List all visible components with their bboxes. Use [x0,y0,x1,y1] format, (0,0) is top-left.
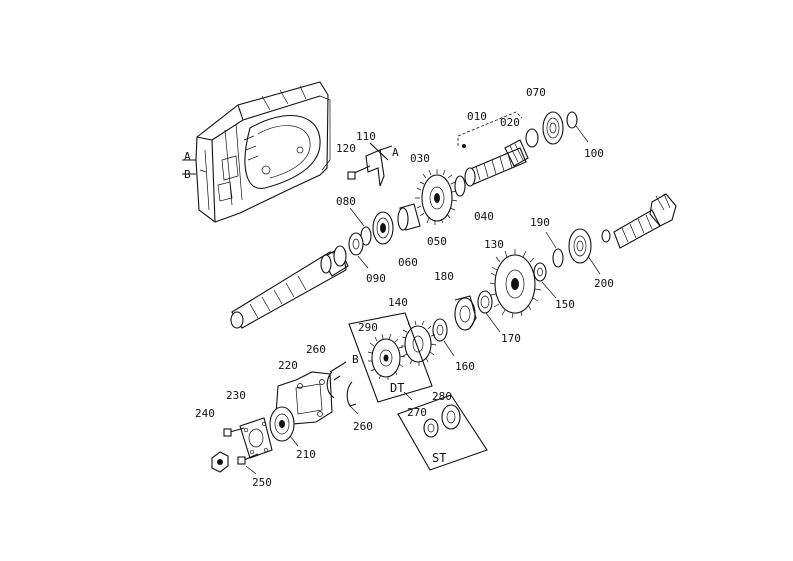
part-label-170: 170 [501,332,521,345]
bolt-120 [347,165,371,180]
part-label-130: 130 [484,238,504,251]
transmission-housing [182,81,331,223]
part-label-040: 040 [474,210,494,223]
bearing-170 [477,290,501,333]
part-label-190: 190 [530,216,550,229]
part-label-270: 270 [407,406,427,419]
part-label-280: 280 [432,390,452,403]
clip-ref-b: B [352,353,359,366]
part-label-240: 240 [195,407,215,420]
housing-ref-b: B [184,168,191,181]
bushing-160 [432,318,455,357]
gear-290 [367,333,406,380]
nut [211,451,229,473]
part-label-100: 100 [584,147,604,160]
part-label-290: 290 [358,321,378,334]
bearing-280 [441,404,461,430]
group-label-st: ST [432,451,446,465]
part-label-060: 060 [398,256,418,269]
part-label-030: 030 [410,152,430,165]
bracket-110 [365,142,393,187]
bearing-070 [542,111,564,145]
output-shaft [601,193,677,249]
part-label-090: 090 [366,272,386,285]
cover-220 [275,371,333,425]
bearing-210 [269,406,299,447]
part-label-260-upper: 260 [306,343,326,356]
gear-180 [454,295,477,331]
part-label-260-lower: 260 [353,420,373,433]
part-label-140: 140 [388,296,408,309]
collar-150 [533,262,557,299]
dt-group [348,312,433,403]
group-label-dt: DT [390,381,404,395]
upper-shaft-010 [457,111,529,187]
gear-030 [415,169,458,225]
bracket-ref-a: A [392,146,399,159]
part-label-050: 050 [427,235,447,248]
part-label-160: 160 [455,360,475,373]
part-label-180: 180 [434,270,454,283]
snap-ring-100 [566,111,589,143]
bushing-050 [397,203,421,231]
bearing-200 [568,228,601,275]
part-label-210: 210 [296,448,316,461]
input-shaft [230,245,349,329]
part-label-020: 020 [500,116,520,129]
part-label-120: 120 [336,142,356,155]
part-label-250: 250 [252,476,272,489]
bearing-060 [372,211,394,245]
ring-190 [545,231,564,268]
clip-260-lower [346,381,359,415]
bolt-240 [223,427,245,437]
bolt-250 [237,453,259,475]
part-label-110: 110 [356,130,376,143]
part-label-070: 070 [526,86,546,99]
part-label-230: 230 [226,389,246,402]
part-label-010: 010 [467,110,487,123]
gear-140 [401,320,437,366]
st-group [397,394,488,471]
housing-ref-a: A [184,150,191,163]
ring-040 [454,175,466,197]
part-label-220: 220 [278,359,298,372]
collar-090 [348,232,369,269]
part-label-200: 200 [594,277,614,290]
bushing-270 [423,418,439,438]
part-label-080: 080 [336,195,356,208]
gear-130 [489,249,542,319]
collar-020 [525,128,539,148]
part-label-150: 150 [555,298,575,311]
gasket-230 [239,417,273,459]
